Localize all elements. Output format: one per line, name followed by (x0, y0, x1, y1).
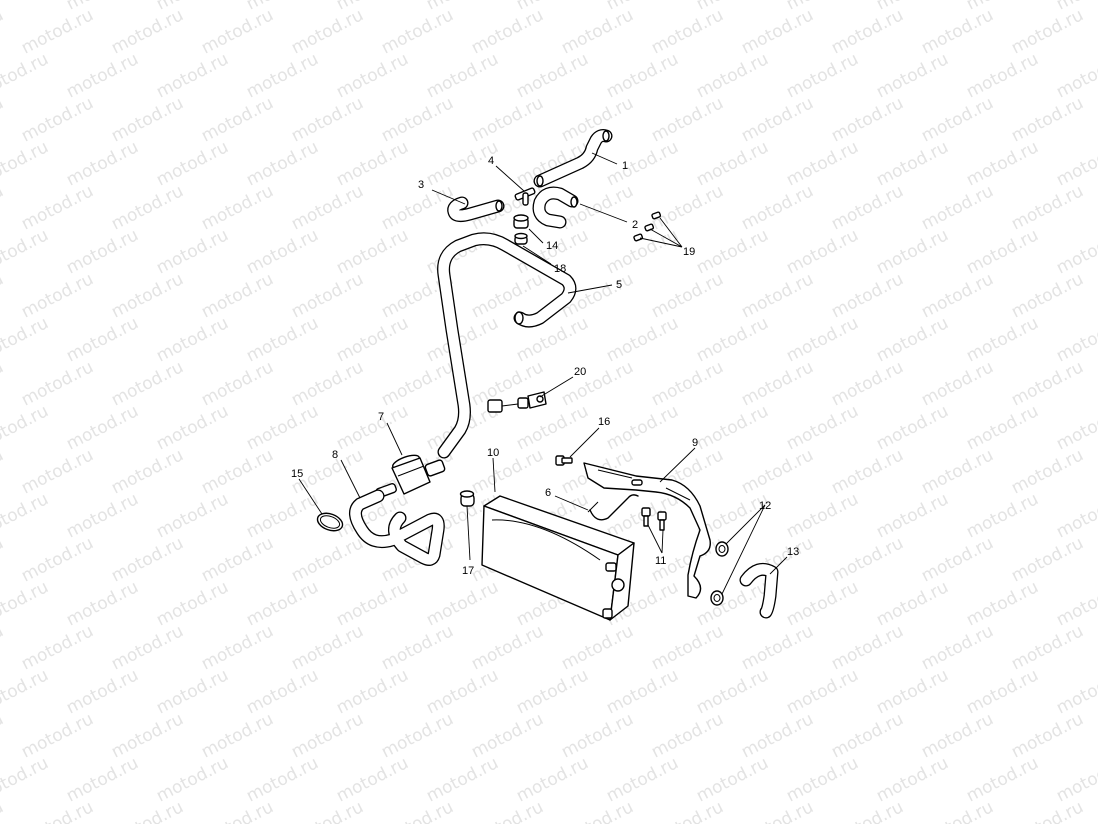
callout-7: 7 (378, 411, 384, 423)
callout-11: 11 (655, 555, 666, 567)
part-1-hose[interactable] (533, 129, 613, 188)
callout-20: 20 (574, 366, 586, 378)
part-20-connector[interactable] (487, 391, 547, 413)
callout-9: 9 (692, 437, 698, 449)
part-11-bolts[interactable] (641, 507, 667, 531)
callout-1: 1 (622, 160, 628, 172)
callout-16: 16 (598, 416, 610, 428)
part-3-hose[interactable] (447, 196, 505, 223)
callout-19: 19 (683, 246, 695, 258)
leader-lines (298, 152, 788, 595)
part-9-bracket[interactable] (583, 462, 711, 599)
part-8-hose[interactable] (349, 489, 445, 566)
part-18-clip[interactable] (514, 232, 528, 245)
callout-17: 17 (462, 565, 474, 577)
part-17-clip[interactable] (459, 490, 475, 507)
part-15-clamp[interactable] (315, 510, 345, 534)
part-2-hose[interactable] (532, 186, 579, 229)
part-14-clip[interactable] (513, 214, 529, 229)
callout-13: 13 (787, 546, 799, 558)
callout-14: 14 (546, 240, 558, 252)
part-7-purge-valve[interactable] (375, 453, 446, 499)
part-6-bracket[interactable] (587, 494, 639, 521)
callout-3: 3 (418, 179, 424, 191)
callout-5: 5 (616, 279, 622, 291)
callout-2: 2 (632, 219, 638, 231)
part-16-bolt[interactable] (555, 455, 573, 466)
part-12-grommets[interactable] (710, 541, 729, 606)
part-13-hose[interactable] (739, 562, 779, 619)
callout-15: 15 (291, 468, 303, 480)
callout-18: 18 (554, 263, 566, 275)
callout-labels: 1 2 3 4 5 6 7 8 9 10 11 12 13 14 15 16 1… (291, 155, 799, 577)
callout-10: 10 (487, 447, 499, 459)
part-19-fittings[interactable] (633, 211, 662, 242)
part-10-canister[interactable] (481, 495, 635, 621)
callout-4: 4 (488, 155, 494, 167)
part-4-t-connector[interactable] (514, 187, 536, 206)
callout-8: 8 (332, 449, 338, 461)
callout-6: 6 (545, 487, 551, 499)
callout-12: 12 (759, 500, 771, 512)
part-5-long-hose[interactable] (437, 232, 577, 459)
